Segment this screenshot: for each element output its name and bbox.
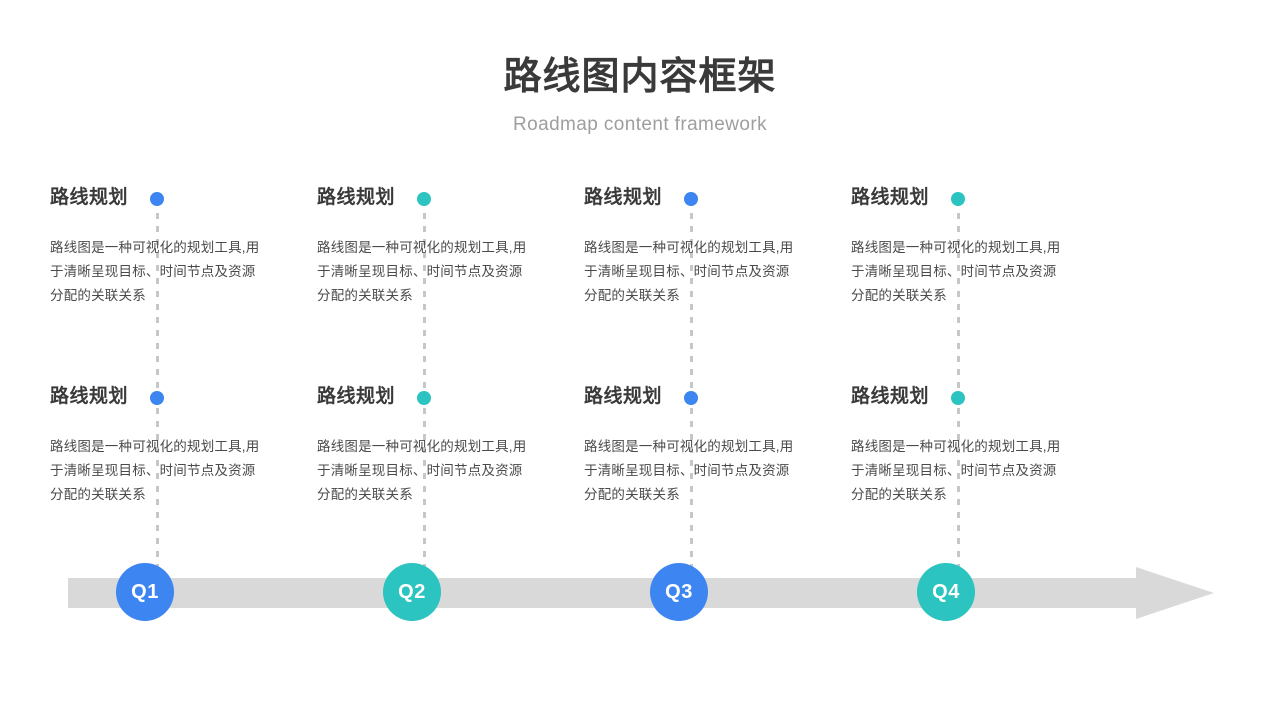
milestone-body: 路线图是一种可视化的规划工具,用于清晰呈现目标、时间节点及资源分配的关联关系 — [584, 240, 794, 303]
milestone-dot-icon — [951, 192, 965, 206]
milestone-title: 路线规划 — [851, 386, 930, 407]
milestone-body: 路线图是一种可视化的规划工具,用于清晰呈现目标、时间节点及资源分配的关联关系 — [317, 240, 527, 303]
milestone-body: 路线图是一种可视化的规划工具,用于清晰呈现目标、时间节点及资源分配的关联关系 — [584, 439, 794, 502]
milestone-title: 路线规划 — [317, 386, 396, 407]
quarter-marker-q2[interactable]: Q2 — [383, 563, 441, 621]
timeline-arrow-bar — [68, 567, 1214, 619]
roadmap-column-q4: 路线规划 路线图是一种可视化的规划工具,用于清晰呈现目标、时间节点及资源分配的关… — [813, 0, 1080, 720]
milestone-body: 路线图是一种可视化的规划工具,用于清晰呈现目标、时间节点及资源分配的关联关系 — [50, 439, 260, 502]
milestone-dot-icon — [150, 192, 164, 206]
milestone-body: 路线图是一种可视化的规划工具,用于清晰呈现目标、时间节点及资源分配的关联关系 — [851, 240, 1061, 303]
milestone-title: 路线规划 — [317, 187, 396, 208]
roadmap-column-q3: 路线规划 路线图是一种可视化的规划工具,用于清晰呈现目标、时间节点及资源分配的关… — [546, 0, 813, 720]
quarter-marker-q1[interactable]: Q1 — [116, 563, 174, 621]
roadmap-column-q2: 路线规划 路线图是一种可视化的规划工具,用于清晰呈现目标、时间节点及资源分配的关… — [279, 0, 546, 720]
slide-header: 路线图内容框架 Roadmap content framework — [0, 0, 1280, 136]
milestone-dot-icon — [951, 391, 965, 405]
roadmap-column-q1: 路线规划 路线图是一种可视化的规划工具,用于清晰呈现目标、时间节点及资源分配的关… — [12, 0, 279, 720]
milestone-body: 路线图是一种可视化的规划工具,用于清晰呈现目标、时间节点及资源分配的关联关系 — [50, 240, 260, 303]
quarter-marker-q3[interactable]: Q3 — [650, 563, 708, 621]
page-subtitle: Roadmap content framework — [513, 113, 767, 135]
milestone-body: 路线图是一种可视化的规划工具,用于清晰呈现目标、时间节点及资源分配的关联关系 — [317, 439, 527, 502]
milestone-title: 路线规划 — [584, 386, 663, 407]
milestone-dot-icon — [684, 192, 698, 206]
milestone-title: 路线规划 — [851, 187, 930, 208]
page-title: 路线图内容框架 — [503, 56, 777, 98]
milestone-dot-icon — [417, 391, 431, 405]
milestone-title: 路线规划 — [50, 187, 129, 208]
quarter-marker-q4[interactable]: Q4 — [917, 563, 975, 621]
arrow-head-icon — [1136, 567, 1214, 619]
milestone-title: 路线规划 — [50, 386, 129, 407]
milestone-dot-icon — [684, 391, 698, 405]
milestone-title: 路线规划 — [584, 187, 663, 208]
milestone-dot-icon — [150, 391, 164, 405]
arrow-shaft — [68, 578, 1143, 608]
milestone-body: 路线图是一种可视化的规划工具,用于清晰呈现目标、时间节点及资源分配的关联关系 — [851, 439, 1061, 502]
milestone-dot-icon — [417, 192, 431, 206]
